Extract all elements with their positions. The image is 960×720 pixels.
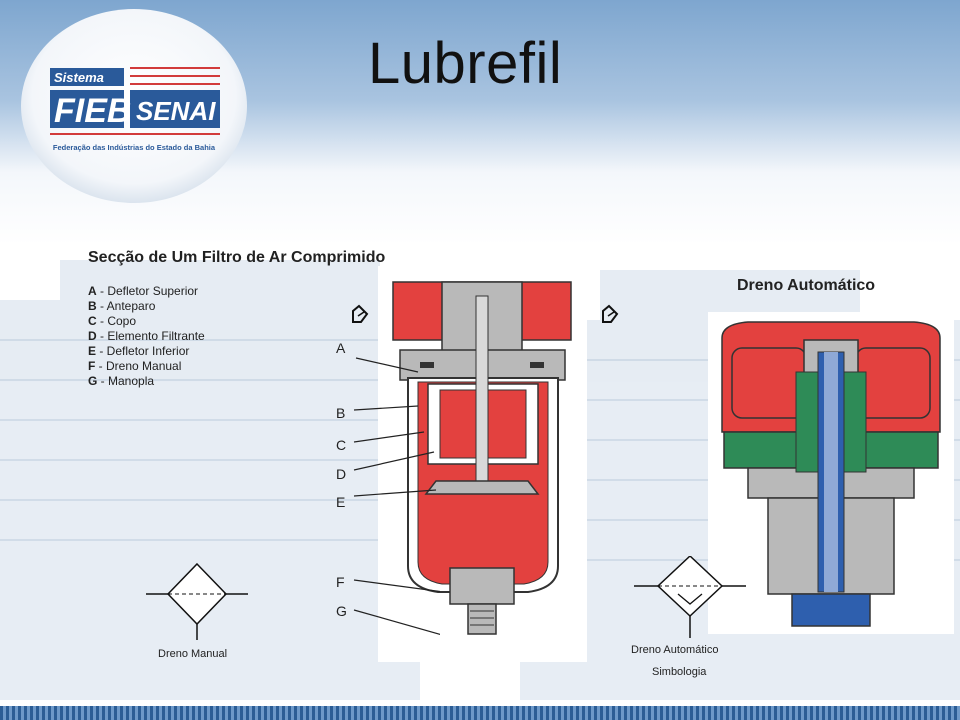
filter-section-drawing bbox=[392, 281, 572, 635]
auto-drain-subcaption: Simbologia bbox=[652, 666, 707, 678]
legend-key: C bbox=[88, 314, 97, 328]
legend-key: B bbox=[88, 299, 97, 313]
callout-a: A bbox=[336, 340, 346, 356]
legend-item: F - Dreno Manual bbox=[88, 359, 205, 374]
drain-title: Dreno Automático bbox=[737, 277, 876, 294]
callout-b: B bbox=[336, 405, 346, 421]
callout-c: C bbox=[336, 437, 347, 453]
legend-text: - Defletor Inferior bbox=[96, 344, 190, 358]
legend-key: A bbox=[88, 284, 97, 298]
auto-drain-caption: Dreno Automático bbox=[631, 644, 719, 656]
logo-federation-text: Federação das Indústrias do Estado da Ba… bbox=[53, 143, 216, 152]
auto-drain-panel bbox=[708, 312, 954, 634]
callout-d: D bbox=[336, 466, 347, 482]
legend-item: B - Anteparo bbox=[88, 299, 205, 314]
legend-text: - Dreno Manual bbox=[95, 359, 182, 373]
legend-key: F bbox=[88, 359, 96, 373]
flow-arrow-icon bbox=[352, 304, 369, 323]
page-title: Lubrefil bbox=[368, 31, 563, 96]
auto-drain-drawing bbox=[721, 321, 941, 627]
legend-item: C - Copo bbox=[88, 314, 205, 329]
legend-text: - Defletor Superior bbox=[96, 284, 199, 298]
parts-legend: A - Defletor Superior B - Anteparo C - C… bbox=[88, 284, 205, 389]
legend-text: - Copo bbox=[96, 314, 137, 328]
logo-senai-text: SENAI bbox=[136, 96, 216, 126]
section-title: Secção de Um Filtro de Ar Comprimido bbox=[88, 249, 386, 266]
manual-drain-symbol bbox=[146, 562, 248, 640]
legend-text: - Anteparo bbox=[96, 299, 156, 313]
legend-text: - Elemento Filtrante bbox=[96, 329, 205, 343]
legend-key: E bbox=[88, 344, 97, 358]
legend-key: G bbox=[88, 374, 98, 388]
footer-bar bbox=[0, 706, 960, 720]
callout-f: F bbox=[336, 574, 345, 590]
callout-lines bbox=[353, 357, 440, 635]
legend-item: A - Defletor Superior bbox=[88, 284, 205, 299]
flow-arrow-icon bbox=[602, 304, 619, 323]
auto-drain-symbol bbox=[634, 556, 746, 638]
fieb-senai-logo: Sistema FIEB SENAI Federação das Indústr… bbox=[21, 9, 247, 203]
legend-item: G - Manopla bbox=[88, 374, 205, 389]
legend-item: E - Defletor Inferior bbox=[88, 344, 205, 359]
legend-item: D - Elemento Filtrante bbox=[88, 329, 205, 344]
callout-e: E bbox=[336, 494, 346, 510]
legend-text: - Manopla bbox=[97, 374, 155, 388]
manual-drain-caption: Dreno Manual bbox=[158, 648, 228, 660]
legend-key: D bbox=[88, 329, 97, 343]
filter-section-panel bbox=[378, 266, 587, 662]
logo-sistema-text: Sistema bbox=[54, 70, 104, 85]
logo-fieb-text: FIEB bbox=[54, 92, 131, 130]
callout-g: G bbox=[336, 603, 347, 619]
